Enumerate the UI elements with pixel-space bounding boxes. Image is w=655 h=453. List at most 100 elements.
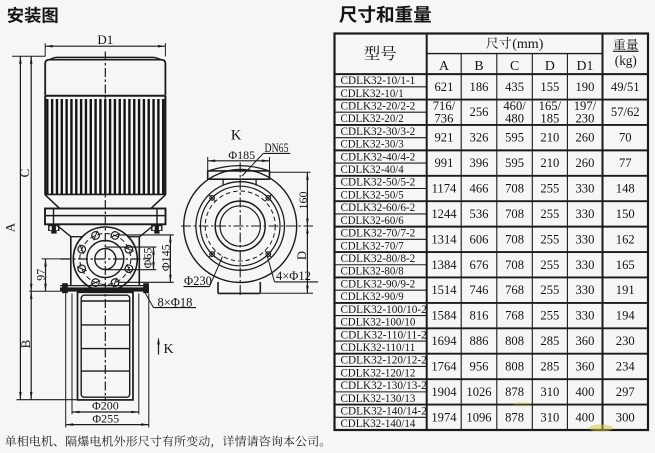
svg-text:210: 210 [540, 156, 559, 170]
svg-text:460/: 460/ [503, 99, 526, 113]
svg-text:435: 435 [505, 80, 524, 94]
svg-text:1514: 1514 [431, 283, 457, 297]
svg-text:97: 97 [34, 269, 48, 281]
svg-text:186: 186 [470, 80, 489, 94]
svg-text:CDLK32-20/2: CDLK32-20/2 [341, 111, 404, 125]
svg-text:165: 165 [616, 258, 635, 272]
svg-text:310: 310 [540, 410, 559, 424]
svg-text:285: 285 [540, 359, 559, 373]
svg-text:148: 148 [616, 181, 635, 195]
svg-text:360: 360 [576, 334, 595, 348]
svg-text:DN65: DN65 [265, 141, 289, 155]
svg-text:C: C [510, 58, 519, 73]
svg-text:886: 886 [470, 334, 489, 348]
svg-text:1694: 1694 [431, 334, 457, 348]
svg-text:768: 768 [505, 309, 524, 323]
svg-text:Φ145: Φ145 [158, 244, 172, 271]
svg-text:708: 708 [505, 181, 524, 195]
svg-text:310: 310 [540, 385, 559, 399]
svg-text:1174: 1174 [432, 181, 457, 195]
svg-text:190: 190 [576, 80, 595, 94]
svg-text:466: 466 [470, 181, 489, 195]
svg-text:708: 708 [505, 232, 524, 246]
svg-text:CDLK32-100/10: CDLK32-100/10 [341, 315, 416, 329]
svg-text:77: 77 [619, 156, 632, 170]
svg-text:8×Φ18: 8×Φ18 [158, 295, 193, 309]
svg-text:K: K [164, 342, 174, 357]
svg-text:CDLK32-70/7: CDLK32-70/7 [341, 238, 404, 252]
svg-text:CDLK32-40/4: CDLK32-40/4 [341, 162, 404, 176]
svg-text:716/: 716/ [433, 99, 456, 113]
svg-text:921: 921 [435, 131, 454, 145]
svg-text:CDLK32-120/12: CDLK32-120/12 [341, 365, 416, 379]
svg-text:CDLK32-70/7-2: CDLK32-70/7-2 [341, 226, 416, 240]
svg-text:768: 768 [505, 283, 524, 297]
svg-text:400: 400 [576, 385, 595, 399]
svg-text:396: 396 [470, 156, 489, 170]
svg-text:197/: 197/ [574, 99, 597, 113]
svg-text:CDLK32-40/4-2: CDLK32-40/4-2 [341, 149, 416, 163]
svg-text:230: 230 [576, 111, 595, 125]
svg-text:(mm): (mm) [512, 37, 543, 52]
svg-text:160: 160 [296, 192, 310, 210]
svg-text:595: 595 [505, 131, 524, 145]
svg-text:Φ230: Φ230 [184, 274, 212, 288]
svg-text:708: 708 [505, 258, 524, 272]
svg-text:255: 255 [540, 283, 559, 297]
svg-text:330: 330 [576, 258, 595, 272]
svg-text:CDLK32-140/14-2: CDLK32-140/14-2 [341, 404, 427, 418]
svg-text:CDLK32-30/3-2: CDLK32-30/3-2 [341, 124, 416, 138]
svg-text:A: A [439, 58, 449, 73]
svg-text:708: 708 [505, 207, 524, 221]
svg-text:CDLK32-10/1-1: CDLK32-10/1-1 [341, 73, 416, 87]
svg-text:956: 956 [470, 359, 489, 373]
svg-text:(kg): (kg) [615, 53, 637, 68]
svg-text:D: D [295, 251, 309, 260]
svg-text:191: 191 [616, 283, 635, 297]
svg-text:360: 360 [576, 359, 595, 373]
svg-text:330: 330 [576, 207, 595, 221]
svg-text:49/51: 49/51 [611, 80, 640, 94]
svg-text:162: 162 [616, 232, 635, 246]
svg-text:Φ255: Φ255 [92, 411, 119, 425]
svg-text:A: A [2, 222, 17, 232]
svg-text:194: 194 [616, 309, 636, 323]
svg-text:1904: 1904 [431, 385, 457, 399]
svg-text:326: 326 [470, 131, 489, 145]
svg-text:255: 255 [540, 181, 559, 195]
svg-text:230: 230 [616, 334, 635, 348]
svg-text:150: 150 [616, 207, 635, 221]
svg-text:CDLK32-140/14: CDLK32-140/14 [341, 416, 416, 430]
svg-text:1026: 1026 [466, 385, 491, 399]
svg-text:165/: 165/ [539, 99, 562, 113]
svg-text:D1: D1 [97, 32, 113, 47]
svg-text:1314: 1314 [431, 232, 457, 246]
svg-text:Φ185: Φ185 [228, 148, 255, 162]
svg-text:255: 255 [540, 232, 559, 246]
svg-text:B: B [474, 58, 483, 73]
svg-text:816: 816 [470, 309, 489, 323]
svg-text:255: 255 [540, 258, 559, 272]
svg-text:70: 70 [619, 131, 632, 145]
svg-text:595: 595 [505, 156, 524, 170]
svg-text:606: 606 [470, 232, 489, 246]
svg-text:4×Φ12: 4×Φ12 [276, 269, 311, 283]
svg-text:330: 330 [576, 232, 595, 246]
svg-text:Φ200: Φ200 [92, 398, 119, 412]
svg-text:CDLK32-90/9: CDLK32-90/9 [341, 289, 404, 303]
svg-text:480: 480 [505, 111, 524, 125]
svg-text:CDLK32-50/5-2: CDLK32-50/5-2 [341, 175, 416, 189]
svg-text:536: 536 [470, 207, 489, 221]
svg-text:255: 255 [540, 207, 559, 221]
svg-text:255: 255 [540, 309, 559, 323]
svg-text:330: 330 [576, 309, 595, 323]
svg-text:CDLK32-120/12-2: CDLK32-120/12-2 [341, 353, 427, 367]
svg-text:878: 878 [505, 410, 524, 424]
svg-text:185: 185 [540, 111, 559, 125]
svg-text:300: 300 [616, 410, 635, 424]
svg-text:CDLK32-50/5: CDLK32-50/5 [341, 188, 404, 202]
svg-text:991: 991 [435, 156, 454, 170]
svg-text:1244: 1244 [431, 207, 457, 221]
svg-text:330: 330 [576, 283, 595, 297]
svg-text:285: 285 [540, 334, 559, 348]
